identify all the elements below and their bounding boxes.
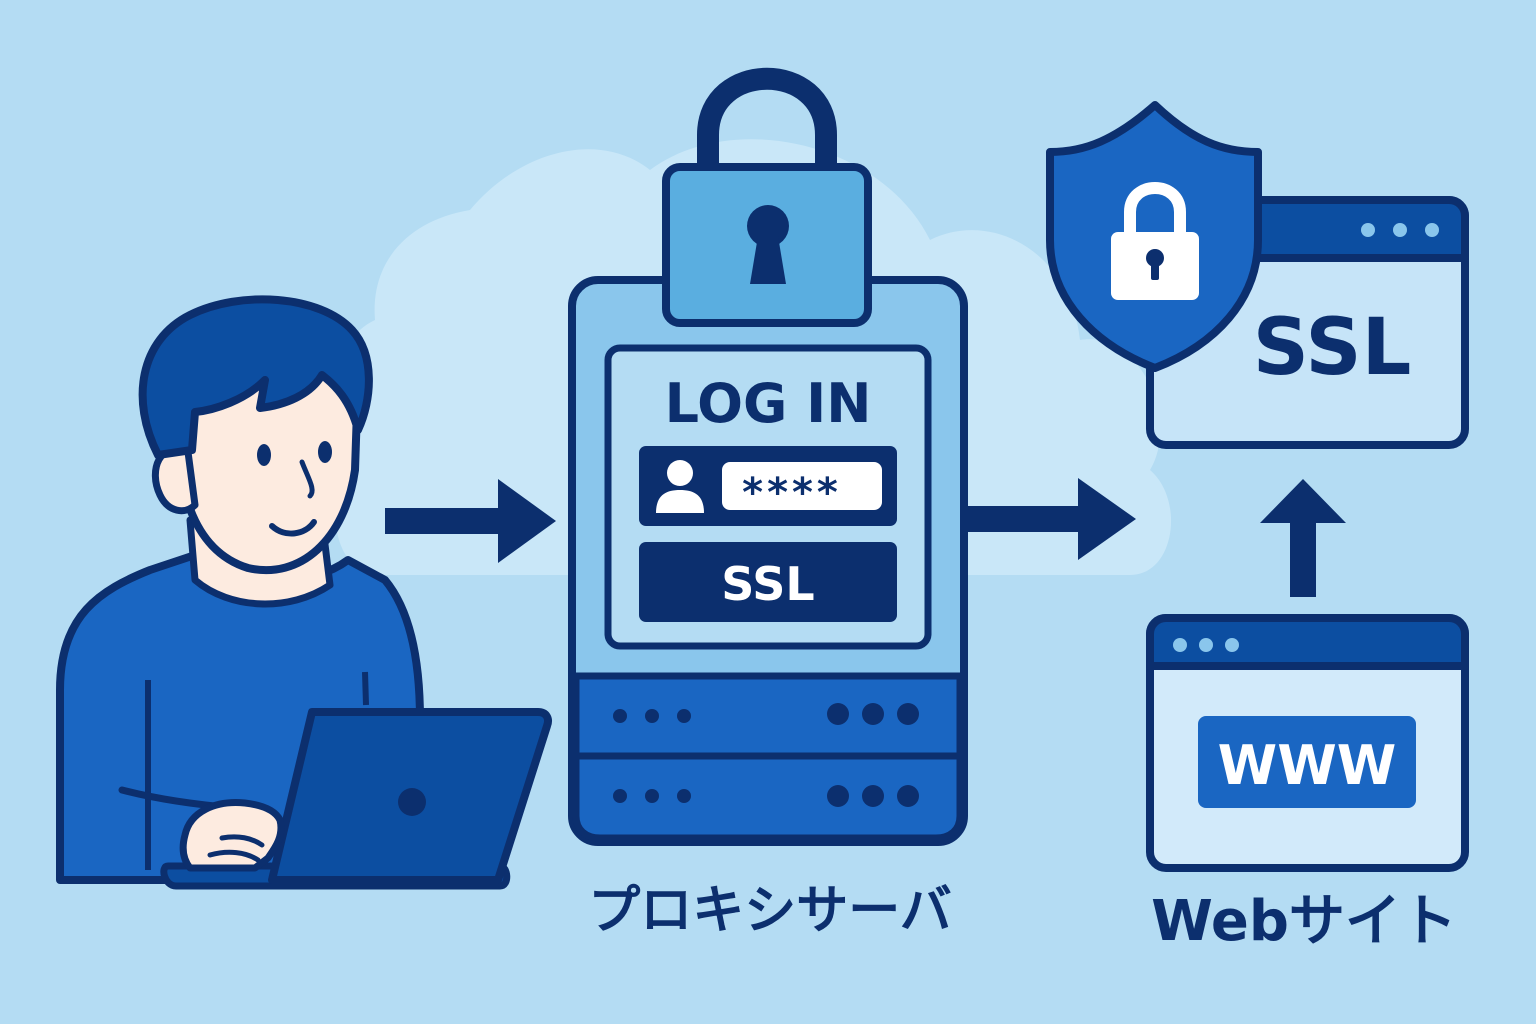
user-icon bbox=[656, 460, 704, 513]
login-title: LOG IN bbox=[665, 372, 872, 435]
www-badge-text: WWW bbox=[1218, 734, 1397, 797]
keyhole-icon bbox=[747, 205, 789, 284]
ssl-login-button-label: SSL bbox=[721, 557, 815, 611]
server-rack-2 bbox=[572, 752, 964, 842]
arrow-up-icon bbox=[1260, 479, 1346, 597]
user-hair bbox=[138, 295, 373, 459]
laptop-logo bbox=[398, 788, 426, 816]
password-mask: **** bbox=[742, 470, 842, 516]
website-window: WWW bbox=[1146, 614, 1469, 872]
user-mouth bbox=[269, 519, 317, 537]
padlock-icon bbox=[662, 67, 872, 327]
shield-icon bbox=[1046, 101, 1262, 372]
password-field[interactable] bbox=[722, 462, 882, 510]
rack-lights bbox=[613, 703, 919, 807]
user-eye-right bbox=[318, 441, 332, 463]
browser-dots-icon bbox=[1173, 638, 1239, 652]
server-rack-1 bbox=[572, 672, 964, 760]
proxy-label: プロキシサーバ bbox=[588, 881, 951, 941]
user-eye-left bbox=[257, 444, 271, 466]
website-label: Webサイト bbox=[1151, 889, 1457, 954]
browser-dots-icon bbox=[1361, 223, 1439, 237]
arrow-right-icon bbox=[964, 478, 1136, 560]
ssl-window-text: SSL bbox=[1253, 303, 1412, 393]
ssl-login-button[interactable] bbox=[639, 542, 897, 622]
www-badge[interactable] bbox=[1198, 716, 1416, 808]
proxy-server: LOG IN **** SSL プロキシサーバ bbox=[568, 67, 968, 941]
arrow-right-icon bbox=[385, 479, 556, 563]
shield-lock-icon bbox=[1111, 182, 1199, 300]
